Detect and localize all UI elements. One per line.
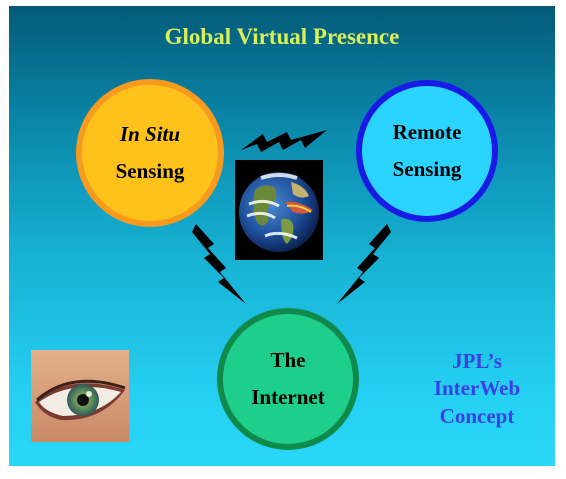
node-remote-sensing: Remote Sensing: [356, 80, 498, 222]
slide-title: Global Virtual Presence: [164, 24, 400, 49]
concept-line2: InterWeb: [433, 376, 521, 401]
node-in-situ-sensing: In Situ Sensing: [76, 79, 224, 227]
eye-image: [31, 350, 129, 442]
node-internet-line1: The: [270, 348, 306, 373]
node-in-situ-line2: Sensing: [115, 159, 185, 183]
concept-line1: JPL’s: [452, 349, 502, 373]
node-the-internet: The Internet: [217, 308, 359, 450]
lightning-bolt-icon: [192, 224, 246, 304]
concept-line3: Concept: [439, 403, 515, 428]
lightning-bolt-icon: [241, 130, 327, 152]
node-remote-line1: Remote: [392, 120, 462, 145]
slide-canvas: Global Virtual Presence: [9, 6, 555, 466]
node-remote-line2: Sensing: [392, 157, 462, 181]
earth-globe-image: [235, 160, 323, 260]
node-internet-line2: Internet: [251, 385, 325, 409]
node-in-situ-line1: In Situ: [119, 122, 181, 147]
lightning-bolt-icon: [337, 224, 391, 304]
concept-label: JPL’s InterWeb Concept: [407, 348, 547, 430]
